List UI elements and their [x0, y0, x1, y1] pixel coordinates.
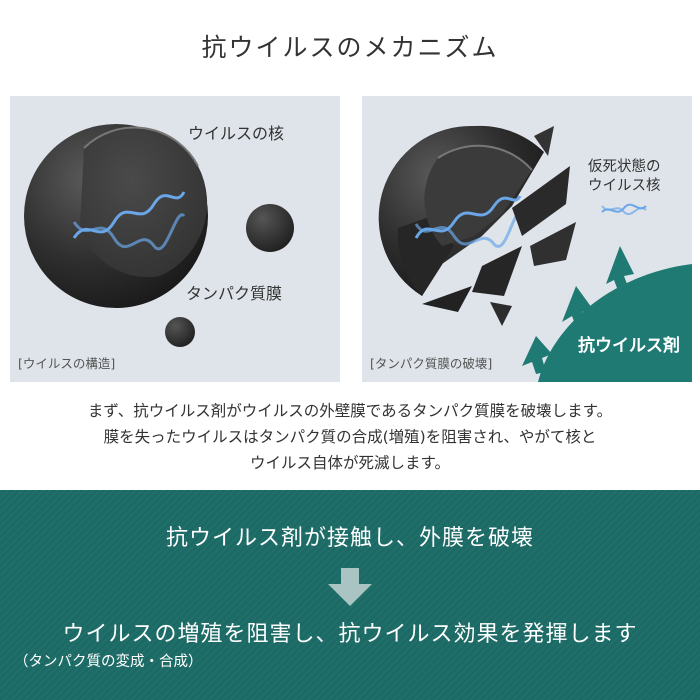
antiviral-agent-area: [538, 264, 692, 382]
membrane-destruction-panel: 仮死状態の ウイルス核 抗ウイルス剤 [タンパク質膜の破壊]: [362, 96, 692, 382]
mechanism-description: まず、抗ウイルス剤がウイルスの外壁膜であるタンパク質膜を破壊します。 膜を失った…: [0, 398, 700, 476]
summary-step1: 抗ウイルス剤が接触し、外膜を破壊: [165, 526, 534, 551]
shell-shard: [472, 246, 522, 296]
shell-shard: [534, 126, 554, 156]
small-dna-icon: [601, 203, 647, 215]
description-line: まず、抗ウイルス剤がウイルスの外壁膜であるタンパク質膜を破壊します。: [87, 402, 613, 420]
virus-structure-illustration: [24, 124, 294, 347]
shell-shard: [490, 302, 512, 326]
attack-arrow-icon: [606, 246, 634, 296]
shell-shard: [512, 166, 570, 236]
protein-particle-small: [165, 317, 195, 347]
antiviral-agent-label: 抗ウイルス剤: [578, 336, 680, 356]
shell-shard: [422, 286, 472, 312]
caption-virus-structure: [ウイルスの構造]: [18, 356, 116, 371]
virus-inner-core: [80, 127, 208, 278]
dna-icon: [414, 195, 522, 248]
page-title: 抗ウイルスのメカニズム: [201, 33, 499, 62]
summary-note: （タンパク質の変成・合成）: [14, 654, 203, 670]
attack-arrow-icon: [562, 286, 592, 332]
summary-step2: ウイルスの増殖を阻害し、抗ウイルス効果を発揮します: [62, 622, 638, 647]
shell-shard: [530, 222, 576, 266]
description-line: 膜を失ったウイルスはタンパク質の合成(増殖)を阻害され、やがて核と: [103, 428, 597, 446]
label-virus-core: ウイルスの核: [188, 124, 285, 143]
label-inactive-core: 仮死状態の ウイルス核: [588, 158, 661, 196]
label-inactive-core-line1: 仮死状態の: [588, 159, 661, 175]
attack-arrow-icon: [522, 336, 552, 374]
caption-membrane-destruction: [タンパク質膜の破壊]: [370, 356, 493, 371]
dna-icon: [72, 191, 186, 251]
down-arrow-icon: [328, 568, 372, 606]
label-inactive-core-line2: ウイルス核: [588, 178, 661, 194]
attack-arrow-icons: [522, 246, 634, 374]
label-protein-membrane: タンパク質膜: [186, 284, 283, 303]
membrane-destruction-illustration: [378, 125, 692, 382]
description-line: ウイルス自体が死滅します。: [250, 454, 450, 472]
protein-particle-large: [246, 204, 294, 252]
virus-structure-panel: ウイルスの核 タンパク質膜 [ウイルスの構造]: [10, 96, 340, 382]
